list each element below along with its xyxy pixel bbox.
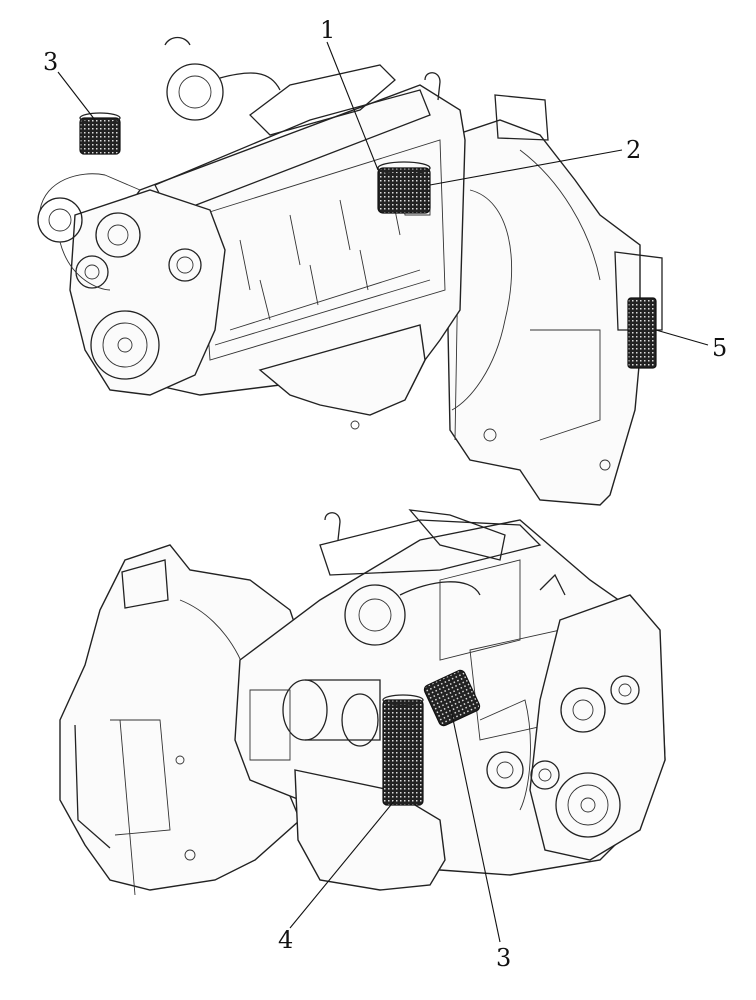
filter-element-3-bottom	[423, 669, 481, 727]
leader-5	[655, 329, 709, 346]
callout-label: 3	[43, 48, 58, 76]
callout-label: 4	[278, 926, 293, 954]
filter-element-1	[377, 167, 431, 214]
leader-3b	[449, 704, 501, 943]
leader-2	[429, 149, 623, 186]
callout-labels: 1 2 3 5 4 3	[43, 16, 727, 972]
callout-label: 5	[712, 334, 727, 362]
leader-1	[326, 41, 379, 171]
engine-block-top	[37, 36, 466, 430]
filter-element-4	[382, 699, 424, 806]
leader-4	[289, 799, 396, 929]
bottom-engine-view	[59, 509, 666, 896]
flywheel-housing-top	[447, 94, 663, 506]
callout-leaders	[57, 41, 709, 943]
callout-label: 1	[320, 16, 335, 44]
top-engine-view	[37, 36, 663, 506]
callout-label: 3	[496, 944, 511, 972]
callout-label: 2	[626, 136, 641, 164]
leader-3a	[57, 71, 96, 121]
filter-element-5	[627, 297, 657, 369]
filter-element-3-top	[79, 117, 121, 155]
flywheel-housing-bottom	[59, 544, 301, 896]
